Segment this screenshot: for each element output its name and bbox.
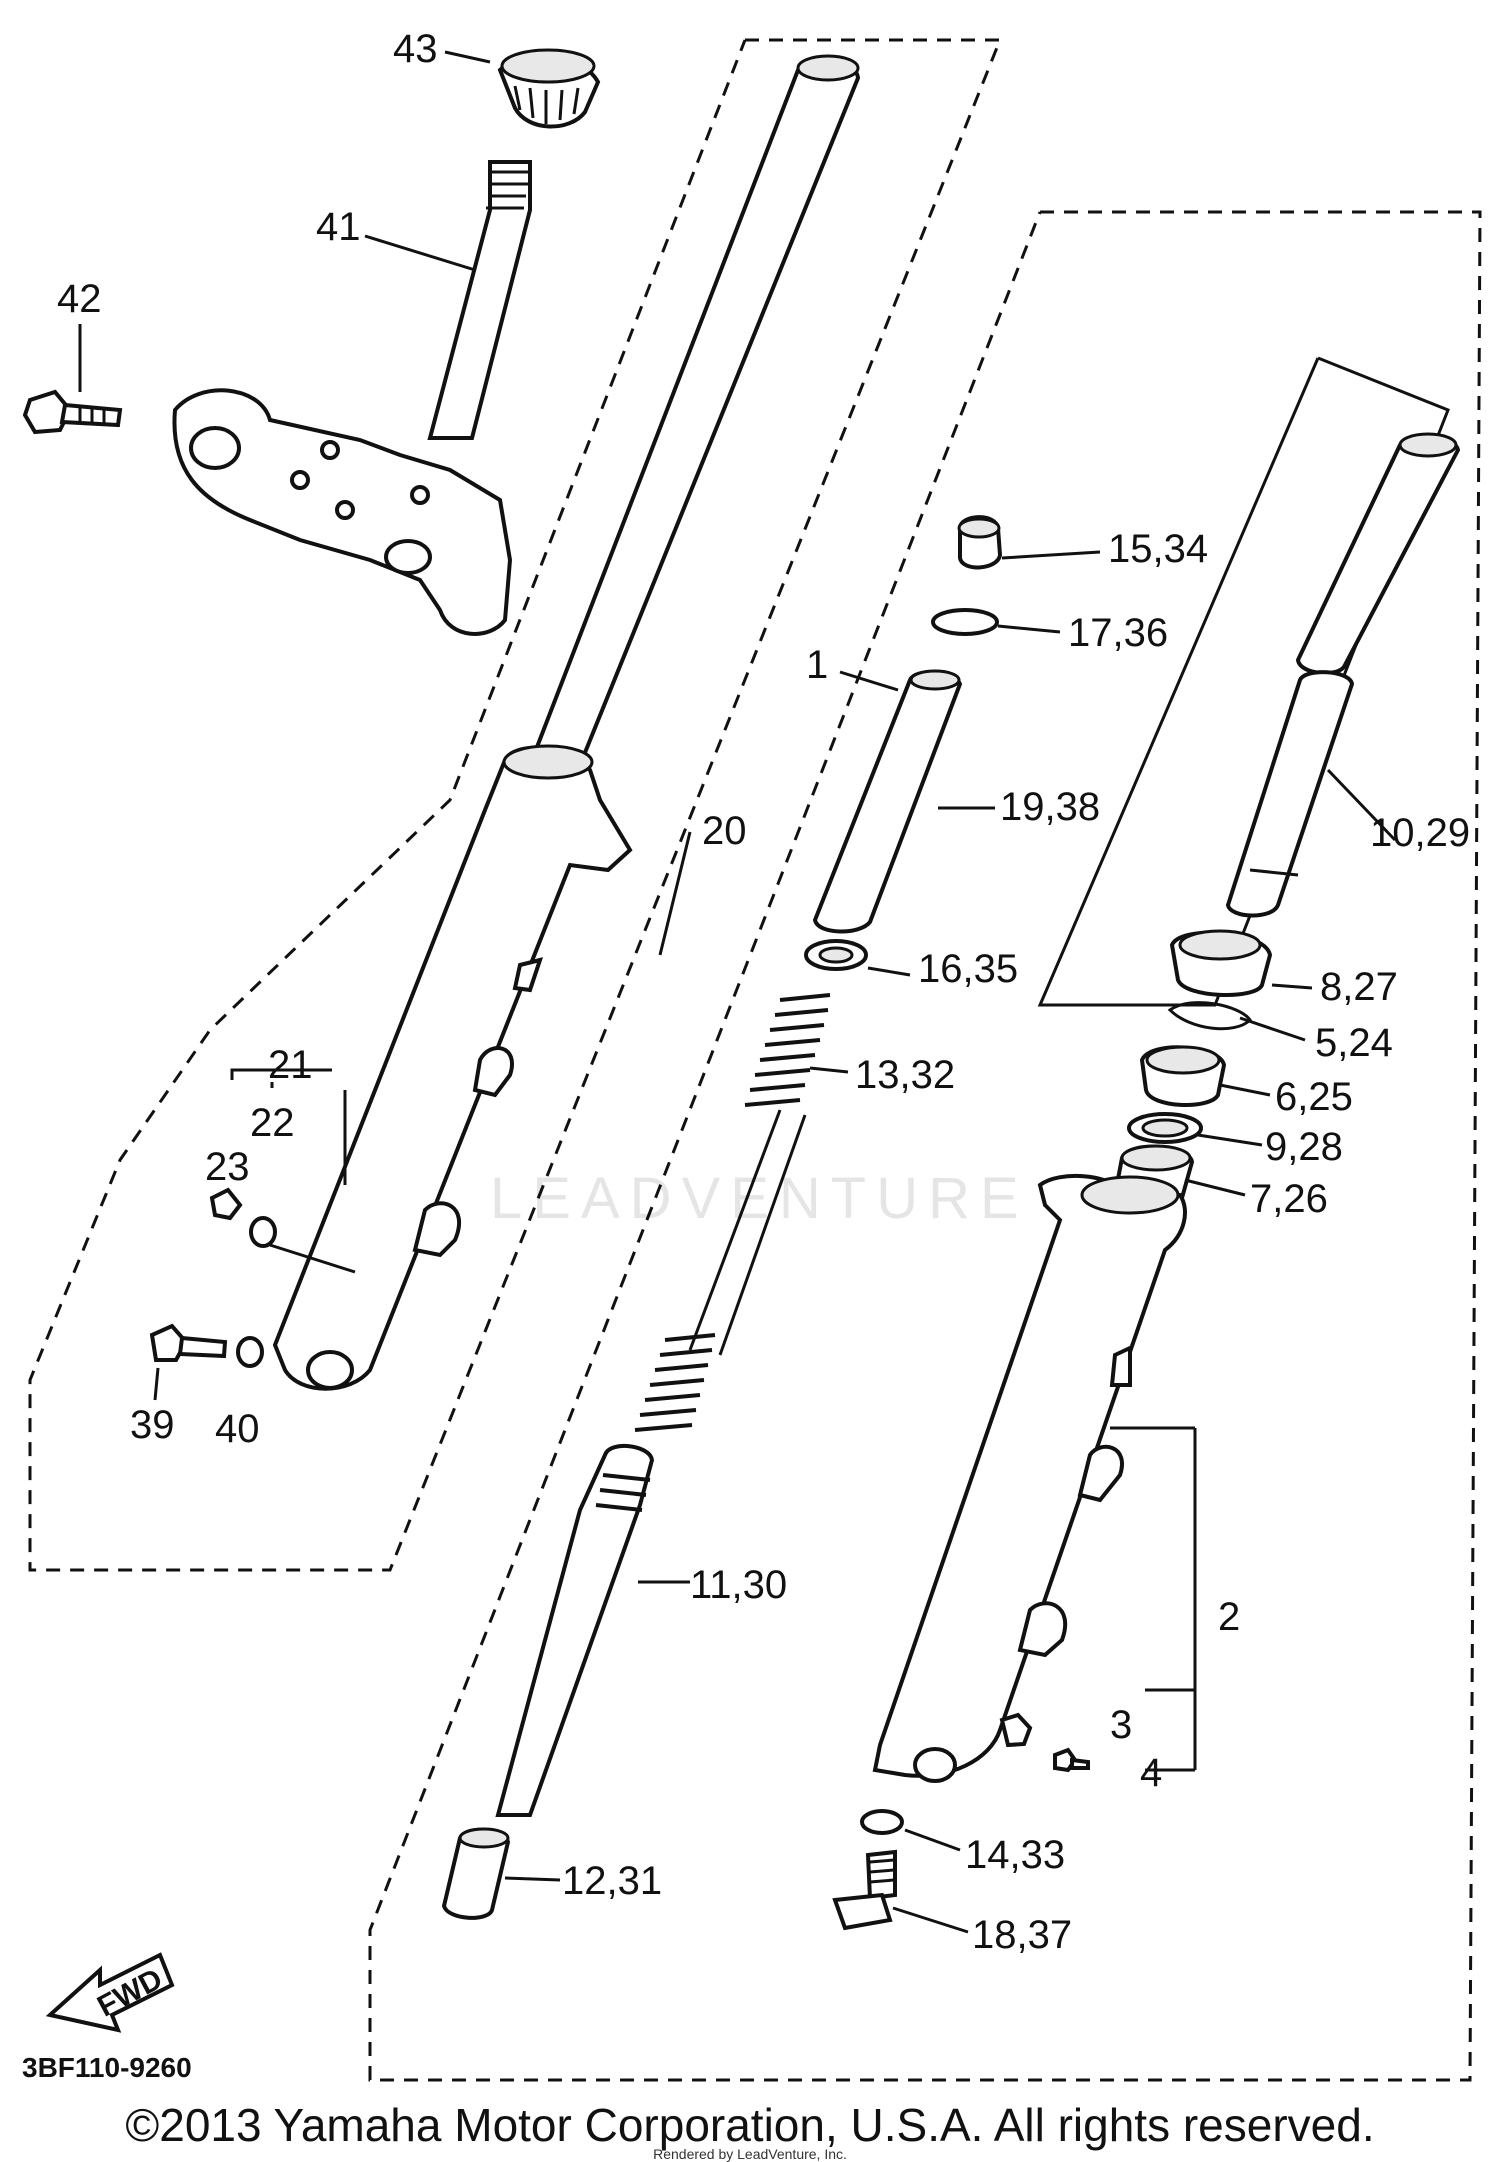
callout-15-34: 15,34 <box>1108 527 1208 571</box>
group-boundary-left <box>28 38 1003 1572</box>
callout-17-36: 17,36 <box>1068 611 1168 655</box>
washer-9-28 <box>1127 1112 1203 1144</box>
bolt-23 <box>209 1187 243 1221</box>
damper-rod-11-30 <box>495 1443 655 1817</box>
callout-9-28: 9,28 <box>1265 1125 1343 1169</box>
outer-tube-2 <box>872 1173 1187 1783</box>
oil-seal-6-25 <box>1139 1045 1227 1107</box>
rendered-by-text: Rendered by LeadVenture, Inc. <box>653 2146 847 2162</box>
callout-11-30: 11,30 <box>690 1563 787 1607</box>
copyright-text: ©2013 Yamaha Motor Corporation, U.S.A. A… <box>125 2099 1375 2151</box>
nut-3 <box>999 1712 1033 1748</box>
fork-tube-upper-right <box>1295 432 1461 676</box>
callout-13-32: 13,32 <box>855 1053 955 1097</box>
callout-19-38: 19,38 <box>1000 785 1100 829</box>
callout-1: 1 <box>806 643 828 687</box>
steering-stem-41 <box>172 160 532 636</box>
drain-bolt-18-37 <box>832 1849 897 1931</box>
callout-14-33: 14,33 <box>965 1833 1065 1877</box>
callout-20: 20 <box>702 809 747 853</box>
fwd-arrow-icon: FWD <box>45 1952 175 2033</box>
gasket-14-33 <box>860 1809 904 1835</box>
callout-10-29: 10,29 <box>1370 811 1470 855</box>
bolt-42 <box>22 389 123 435</box>
callout-7-26: 7,26 <box>1250 1177 1328 1221</box>
callout-21: 21 <box>268 1043 313 1087</box>
callout-3: 3 <box>1110 1703 1132 1747</box>
callout-5-24: 5,24 <box>1315 1021 1393 1065</box>
callout-42: 42 <box>57 277 102 321</box>
cap-bolt-15-34 <box>957 515 1003 570</box>
bearing-race-43 <box>497 48 601 129</box>
callout-22: 22 <box>250 1101 295 1145</box>
spacer-19-38 <box>812 669 963 934</box>
washer-40 <box>236 1336 264 1368</box>
o-ring-17-36 <box>931 608 999 636</box>
callout-8-27: 8,27 <box>1320 965 1398 1009</box>
callout-41: 41 <box>316 205 361 249</box>
watermark: LEADVENTURE <box>490 1166 1029 1231</box>
fork-tube-inner-20 <box>529 54 861 762</box>
clip-5-24 <box>1167 1001 1252 1031</box>
oil-lock-piece-12-31 <box>441 1827 511 1920</box>
callout-2: 2 <box>1218 1595 1240 1639</box>
spring-13-32 <box>688 993 831 1356</box>
callout-16-35: 16,35 <box>918 947 1018 991</box>
fork-outer-tube-21 <box>272 744 633 1391</box>
spring-lower <box>634 1333 716 1432</box>
washer-22 <box>249 1216 277 1248</box>
callout-6-25: 6,25 <box>1275 1075 1353 1119</box>
callout-23: 23 <box>205 1145 250 1189</box>
dust-seal-8-27 <box>1169 929 1273 998</box>
slide-bush-10-29 <box>1225 670 1355 918</box>
callout-43: 43 <box>393 27 438 71</box>
callout-40: 40 <box>215 1407 260 1451</box>
bolt-4 <box>1053 1747 1090 1773</box>
leader-lines <box>78 50 1397 1934</box>
diagram-part-code: 3BF110-9260 <box>22 2052 192 2083</box>
callout-labels: 43 41 42 15,34 17,36 1 19,38 20 10,29 16… <box>57 27 1470 1957</box>
callout-39: 39 <box>130 1403 175 1447</box>
callout-12-31: 12,31 <box>562 1859 662 1903</box>
callout-18-37: 18,37 <box>972 1913 1072 1957</box>
callout-4: 4 <box>1140 1751 1162 1795</box>
bolt-39 <box>149 1323 228 1362</box>
group-boundary-right <box>368 210 1482 2082</box>
washer-16-35 <box>804 939 868 971</box>
